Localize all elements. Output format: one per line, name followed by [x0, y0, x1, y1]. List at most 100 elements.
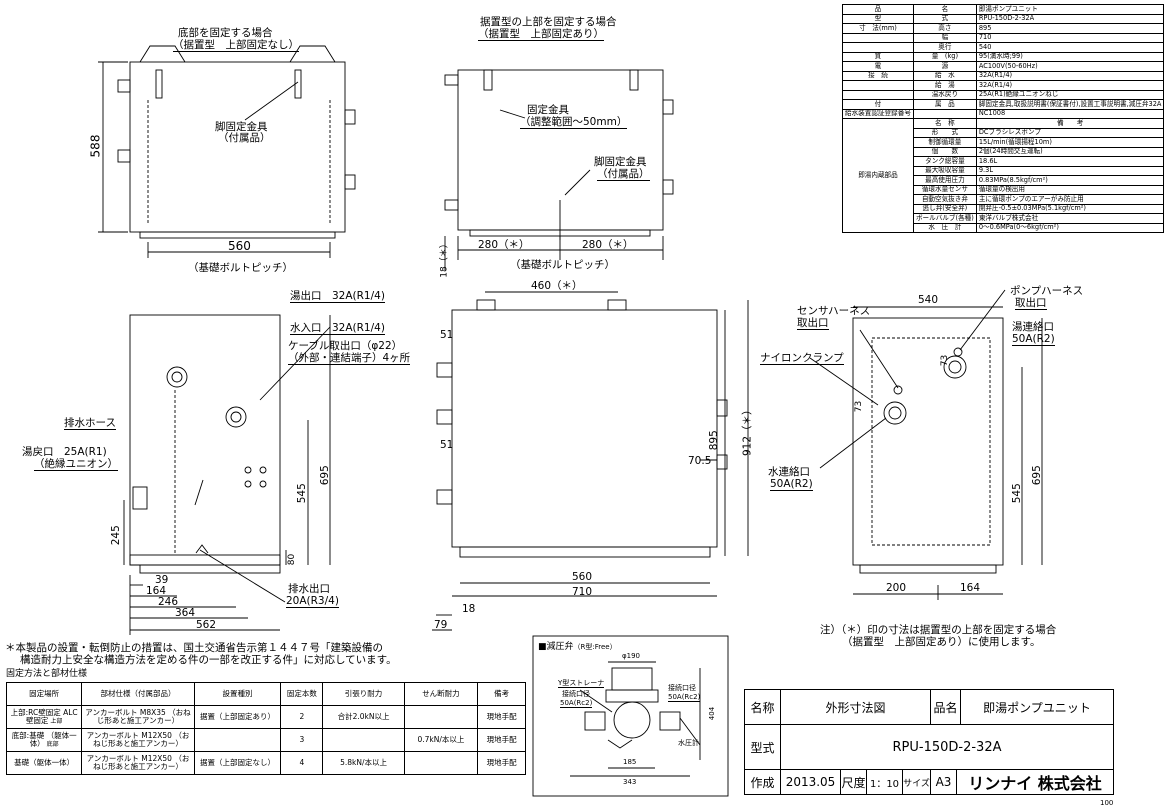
view-side [432, 291, 749, 631]
rear-harness-1: センサハーネス [797, 305, 871, 317]
rear-dim-545: 545 [1010, 483, 1023, 504]
valve-title-sub: （R型:Free） [573, 643, 617, 651]
fix-cell-type: 据置（上部固定あり） [193, 705, 282, 729]
spec-part-name: ボールバルブ(各種) [912, 213, 977, 224]
tb-model-label: 型式 [745, 725, 781, 770]
front-dim-245: 245 [109, 525, 122, 546]
view1-title-1: 底部を固定する場合 [178, 27, 273, 39]
spec-value: 32A(R1/4) [975, 80, 1164, 91]
spec-part-note: 循環量の検出用 [975, 184, 1164, 195]
spec-label: 幅 [912, 32, 977, 43]
view1-bracket-label-2: （付属品） [218, 132, 271, 144]
front-drain-hose-label: 排水ホース [64, 417, 116, 430]
fix-cell-side: 底部 [44, 740, 59, 748]
fix-cell-tension: 合計2.0kN以上 [322, 705, 405, 729]
side-dim-912: 912（＊） [741, 404, 754, 457]
spec-part-name: 個 数 [912, 146, 977, 157]
spec-value: 895 [975, 23, 1164, 34]
valve-title: ■減圧弁（R型:Free） [538, 643, 617, 652]
rear-dim-73b: 73 [854, 400, 865, 413]
rear-dim-695: 695 [1030, 465, 1043, 486]
spec-value: RPU-150D-2-32A [975, 13, 1164, 24]
front-dim-695: 695 [318, 465, 331, 486]
fix-cell-spec: アンカーボルト M12X50 （おねじ形あと施工アンカー） [81, 751, 195, 775]
view2-bracket-foot-2: （付属品） [597, 168, 650, 181]
fix-cell-count: 3 [280, 728, 324, 752]
spec-label: 名 [912, 4, 977, 15]
front-inlet-label: 水入口 32A(R1/4) [290, 322, 385, 335]
spec-parts-header-row: 即湯内蔵部品名 称備 考 [842, 118, 1164, 233]
fix-header: 設置種別 [193, 682, 282, 706]
star-note-2: （据置型 上部固定あり）に使用します。 [842, 636, 1041, 648]
spec-label: 奥行 [912, 42, 977, 53]
rear-dim-164: 164 [960, 582, 981, 594]
tb-name-label: 名称 [745, 690, 781, 725]
spec-part-name: 最高使用圧力 [912, 175, 977, 186]
fix-header: 引張り耐力 [322, 682, 405, 706]
fix-cell-type [193, 728, 282, 752]
valve-dim-185: 185 [623, 758, 637, 766]
spec-part-note: 0～0.6MPa(0～6kgf/cm²) [975, 222, 1164, 233]
tb-size-value: A3 [931, 770, 957, 794]
spec-parts-header: 備 考 [975, 118, 1164, 129]
valve-strainer: Y型ストレーナ [558, 679, 605, 688]
spec-value: 540 [975, 42, 1164, 53]
spec-row: 質量 (kg)95(満水時;99) [842, 51, 1164, 62]
front-drain-out-2: 20A(R3/4) [286, 595, 339, 608]
spec-label: 給 水 [912, 70, 977, 81]
spec-label [842, 80, 914, 91]
spec-label: 品 [842, 4, 914, 15]
spec-label: 式 [912, 13, 977, 24]
fix-cell-count: 2 [280, 705, 324, 729]
tb-company: リンナイ 株式会社 [968, 774, 1102, 793]
view1-title-2: （据置型 上部固定なし） [173, 39, 299, 52]
spec-label: 接 続 [842, 70, 914, 81]
front-dim-562: 562 [196, 619, 217, 631]
fix-cell-note: 現地手配 [477, 705, 526, 729]
front-dim-164: 164 [146, 585, 167, 597]
tb-name-value: 外形寸法図 [781, 690, 931, 725]
rear-water-1: 水連絡口 [768, 466, 810, 478]
spec-value: AC100V(50-60Hz) [975, 61, 1164, 72]
spec-part-name: タンク総容量 [912, 156, 977, 167]
spec-part-name: 自動空気抜き弁 [912, 194, 977, 205]
side-dim-18: 18 [462, 603, 476, 615]
fix-header: 部材仕様（付属部品） [81, 682, 195, 706]
view1-pitch: （基礎ボルトピッチ） [188, 262, 293, 274]
view1-dim-height: 588 [88, 134, 103, 158]
fix-cell-shear [403, 751, 479, 775]
fix-cell-note: 現地手配 [477, 751, 526, 775]
view2-pitch: （基礎ボルトピッチ） [510, 259, 615, 271]
rear-dim-540: 540 [918, 294, 939, 306]
spec-value: 脚固定金具,取扱説明書(保証書付),設置工事説明書,減圧弁32A [975, 99, 1164, 110]
front-dim-246: 246 [158, 596, 179, 608]
spec-parts-header: 名 称 [912, 118, 977, 129]
spec-part-note: DCブラシレスポンプ [975, 127, 1164, 138]
front-return-label-1: 湯戻口 25A(R1) [22, 446, 107, 458]
spec-label: 付 [842, 99, 914, 110]
spec-label: 電 [842, 61, 914, 72]
fix-cell-tension [322, 728, 405, 752]
valve-title-main: ■減圧弁 [538, 642, 574, 652]
spec-label: 給 湯 [912, 80, 977, 91]
spec-part-name: 逃し弁(安全弁) [912, 203, 977, 214]
side-dim-79: 79 [434, 619, 448, 631]
rear-hot-1: 湯連絡口 [1012, 321, 1054, 333]
fix-cell-spec: アンカーボルト M12X50 （おねじ形あと施工アンカー） [81, 728, 195, 752]
fix-cell-type: 据置（上部固定なし） [193, 751, 282, 775]
valve-dim-343: 343 [623, 778, 637, 786]
spec-label: 属 品 [912, 99, 977, 110]
rear-dim-73a: 73 [940, 354, 951, 367]
fix-cell-place: 底部:基礎 （躯体一体） 底部 [5, 728, 83, 752]
view1-dim-width: 560 [228, 239, 251, 253]
front-outlet-label: 湯出口 32A(R1/4) [290, 290, 385, 303]
spec-value: 即湯ポンプユニット [975, 4, 1164, 15]
fix-cell-side: 上部 [48, 717, 63, 725]
rear-hot-2: 50A(R2) [1012, 333, 1055, 346]
